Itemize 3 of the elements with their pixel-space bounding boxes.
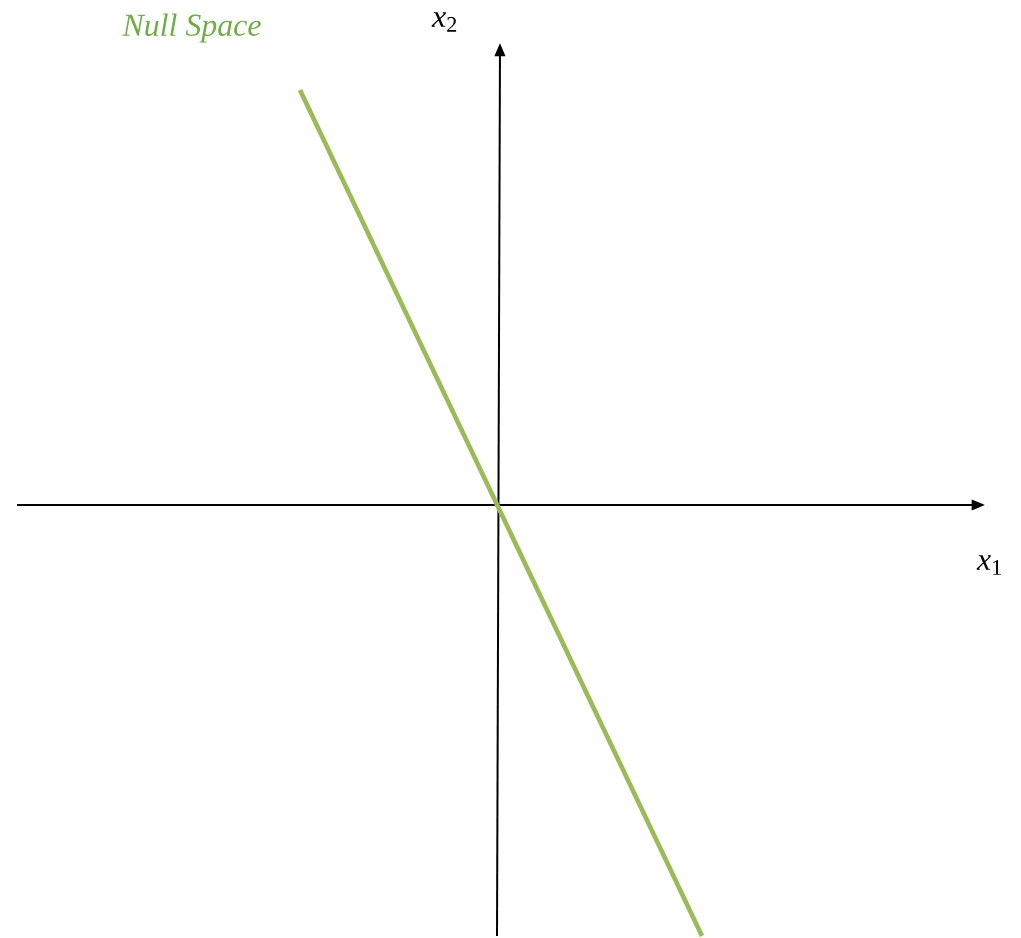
- axis-label: x$_{1}$: [976, 555, 1001, 575]
- nullspace-label: Null Space: [122, 13, 261, 43]
- axis-label: x$_{2}$: [431, 12, 457, 32]
